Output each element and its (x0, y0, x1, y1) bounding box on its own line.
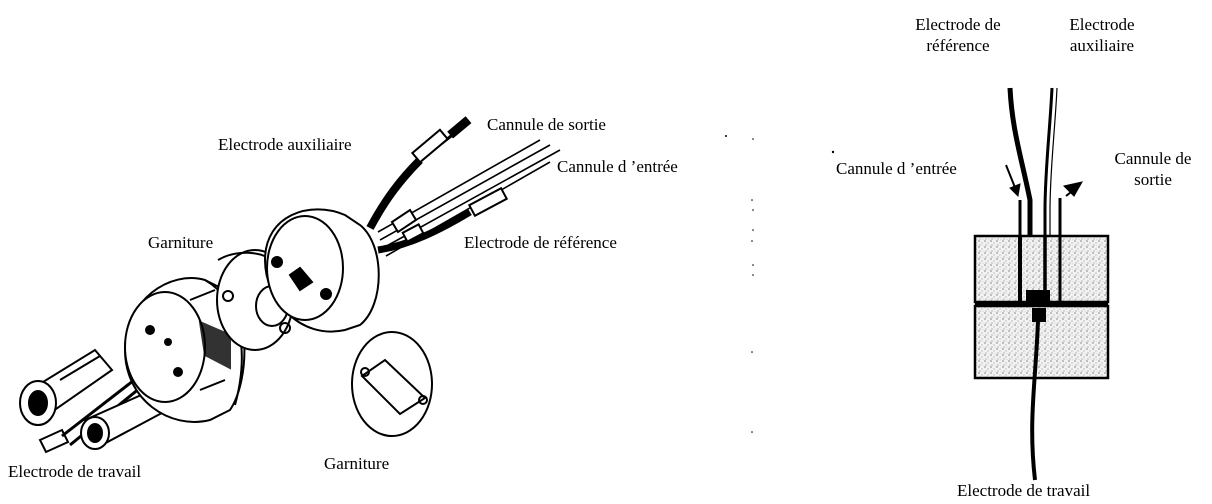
label-electrode-auxiliaire-right: Electrode auxiliaire (1054, 14, 1150, 56)
label-cannule-entree: Cannule d ’entrée (557, 157, 678, 176)
label-electrode-reference-right-line-2: référence (926, 36, 990, 55)
label-garniture-bottom: Garniture (324, 454, 390, 473)
label-garniture-top: Garniture (148, 233, 214, 252)
dotted-margin (751, 138, 835, 433)
label-cannule-sortie-right-line-1: Cannule de (1114, 149, 1192, 168)
label-electrode-reference-right-line-1: Electrode de (915, 15, 1001, 34)
front-block (263, 208, 380, 333)
back-block (123, 277, 246, 423)
label-electrode-auxiliaire-right-line-2: auxiliaire (1069, 36, 1135, 55)
label-cannule-sortie-right: Cannule de sortie (1098, 148, 1208, 190)
label-electrode-auxiliaire-right-line-1: Electrode (1069, 15, 1135, 34)
label-electrode-reference: Electrode de référence (464, 233, 617, 252)
label-cannule-sortie-right-line-2: sortie (1134, 170, 1172, 189)
label-cannule-sortie: Cannule de sortie (487, 115, 606, 134)
auxiliary-electrode-lead (366, 116, 472, 230)
reference-electrode-lead (377, 186, 509, 254)
label-electrode-reference-right: Electrode de référence (900, 14, 1016, 56)
label-electrode-travail-right: Electrode de travail (957, 481, 1091, 500)
label-electrode-travail: Electrode de travail (8, 462, 142, 481)
exploded-cell-diagram (19, 116, 727, 454)
cell-cross-section (973, 87, 1110, 481)
label-electrode-auxiliaire: Electrode auxiliaire (218, 135, 352, 154)
screw-1 (19, 348, 114, 426)
label-cannule-entree-right: Cannule d ’entrée (836, 159, 957, 178)
gasket-bottom (351, 331, 433, 437)
